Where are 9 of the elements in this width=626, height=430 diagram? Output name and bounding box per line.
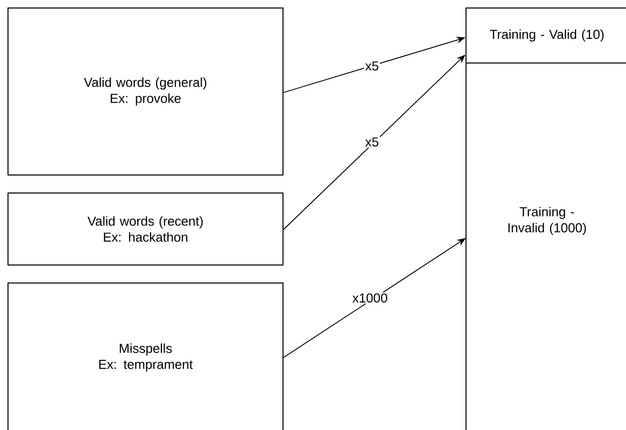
box: Training - Invalid (1000) [466, 62, 626, 430]
arrow [283, 54, 466, 230]
edge-label: x1000 [351, 292, 389, 304]
box: Valid words (general) Ex: provoke [8, 8, 284, 176]
box: Valid words (recent) Ex: hackathon [8, 192, 284, 266]
edge-label: x5 [364, 136, 380, 148]
edge-label: x5 [364, 60, 380, 72]
box: Misspells Ex: temprament [8, 282, 284, 430]
box: Training - Valid (10) [466, 8, 626, 64]
